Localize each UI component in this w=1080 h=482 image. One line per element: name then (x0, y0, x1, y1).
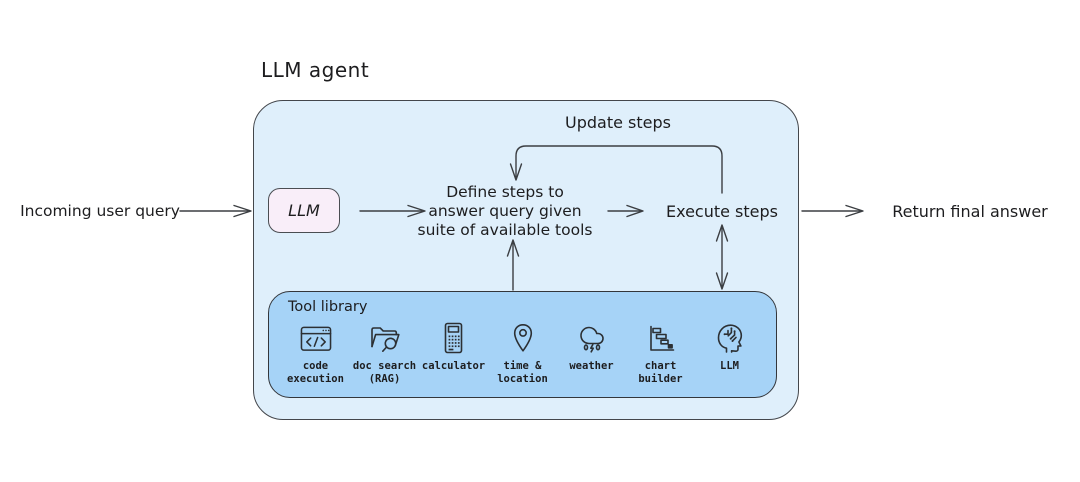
tool-weather: weather (557, 320, 626, 373)
tool-llm: LLM (695, 320, 764, 373)
execute-steps-node: Execute steps (665, 202, 778, 221)
tool-time-location: time & location (488, 320, 557, 385)
map-pin-icon (511, 320, 535, 356)
tool-doc-search: doc search (RAG) (350, 320, 419, 385)
execute-to-return-arrow (801, 204, 864, 218)
tool-label: weather (569, 360, 614, 372)
code-window-icon (298, 320, 334, 356)
llm-node-label: LLM (288, 201, 320, 220)
tool-code-execution: code execution (281, 320, 350, 385)
calculator-icon (441, 320, 466, 356)
tool-label: LLM (720, 360, 739, 372)
tool-label: time & location (497, 360, 548, 385)
llm-node: LLM (268, 188, 340, 233)
ai-head-icon (714, 320, 746, 356)
update-steps-label: Update steps (565, 113, 671, 132)
tool-label: doc search (RAG) (352, 360, 417, 385)
tool-label: chart builder (638, 360, 683, 385)
weather-cloud-icon (576, 320, 608, 356)
tool-library-items: code execution doc search (RAG) (281, 320, 764, 391)
diagram-title: LLM agent (261, 58, 370, 82)
incoming-arrow (179, 204, 252, 218)
doc-search-icon (367, 320, 403, 356)
gantt-chart-icon (646, 320, 676, 356)
tool-calculator: calculator (419, 320, 488, 373)
incoming-user-query-label: Incoming user query (20, 202, 180, 220)
tool-label: code execution (287, 360, 344, 385)
define-steps-node: Define steps to answer query given suite… (417, 183, 593, 239)
return-final-answer-label: Return final answer (892, 202, 1048, 221)
tool-chart-builder: chart builder (626, 320, 695, 385)
tool-library-box: Tool library code execution (268, 291, 777, 398)
tool-library-title: Tool library (288, 299, 368, 315)
tool-label: calculator (421, 360, 486, 372)
